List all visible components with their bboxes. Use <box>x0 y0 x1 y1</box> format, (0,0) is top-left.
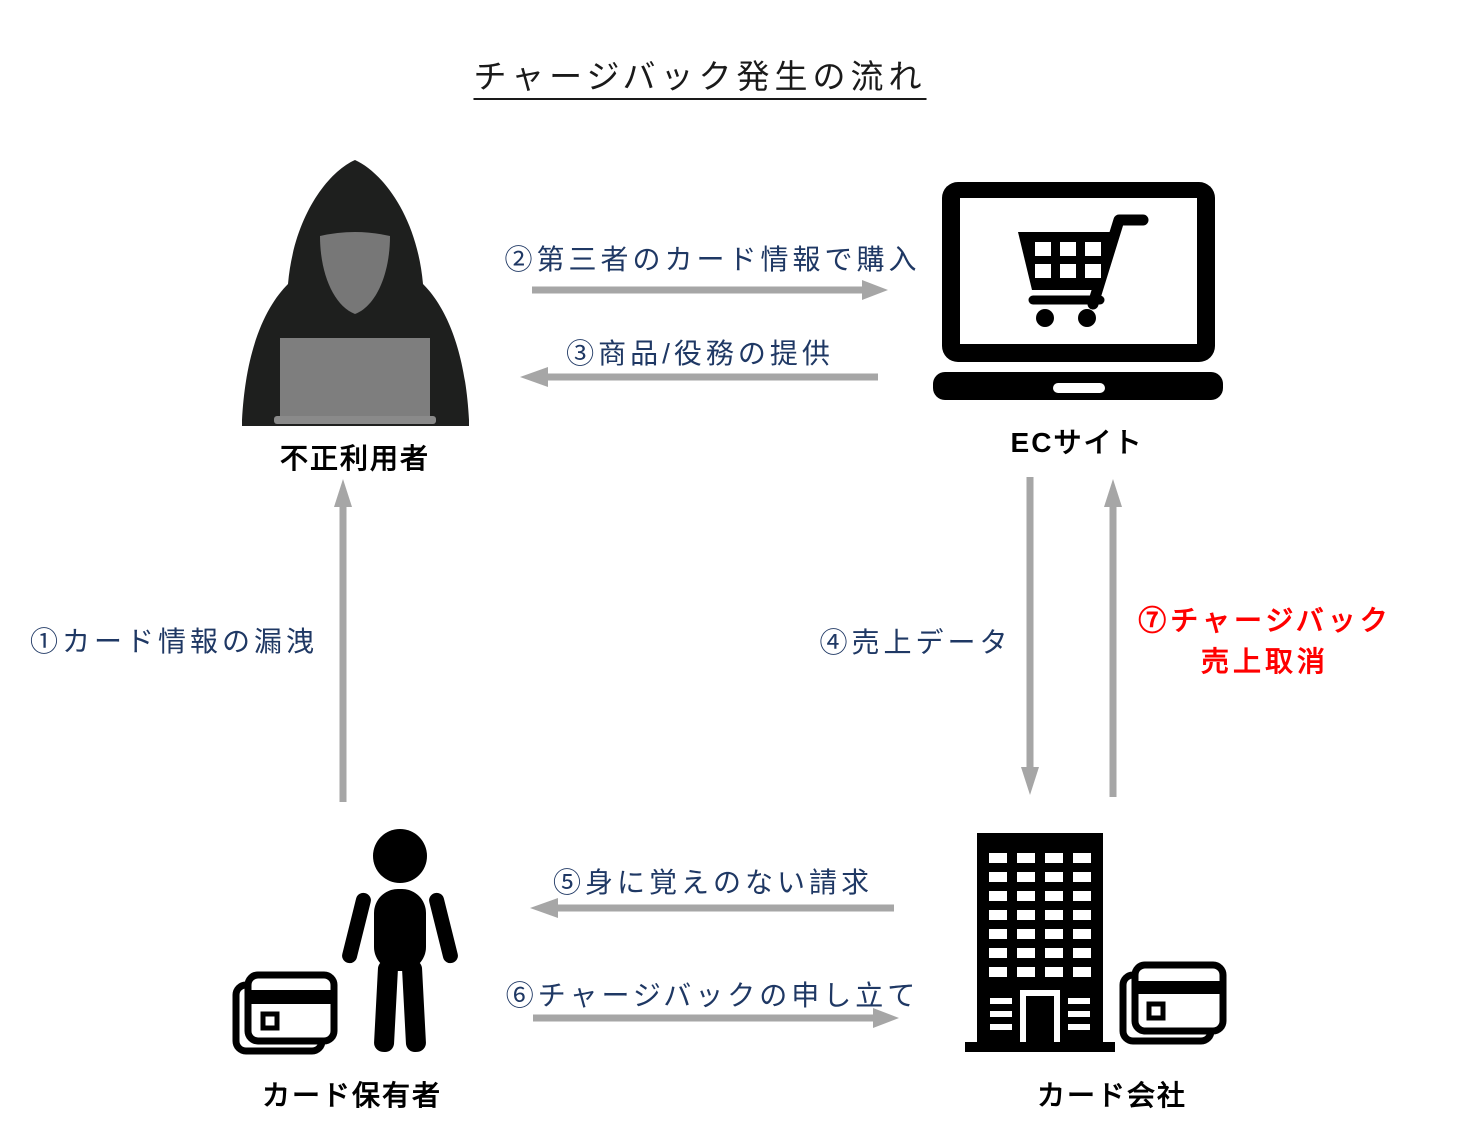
credit-cards-icon <box>232 971 338 1055</box>
node-fraudster-label: 不正利用者 <box>279 443 430 474</box>
ec-site-laptop-cart-icon <box>933 182 1223 400</box>
flow-5-label: ⑤身に覚えのない請求 <box>552 867 873 898</box>
flow-1-label: ①カード情報の漏洩 <box>30 626 319 657</box>
arrow-right-chargeback-claim <box>533 1008 899 1028</box>
diagram-title: チャージバック発生の流れ <box>473 58 927 95</box>
arrow-left-goods <box>520 367 878 387</box>
flow-7-label: ⑦チャージバック 売上取消 <box>1125 600 1405 682</box>
flow-3-label: ③商品/役務の提供 <box>566 338 834 369</box>
node-ec-site-label: ECサイト <box>1010 427 1144 458</box>
arrow-up-card-leak <box>334 479 352 802</box>
arrow-right-purchase <box>532 280 888 300</box>
card-company-building-icon <box>965 833 1227 1052</box>
person-icon <box>342 829 458 1053</box>
card-holder-person-icon <box>232 829 458 1055</box>
arrow-left-unknown-charge <box>530 898 894 918</box>
flow-7-label-line1: ⑦チャージバック <box>1138 605 1392 636</box>
flow-2-label: ②第三者のカード情報で購入 <box>504 244 921 275</box>
node-card-company-label: カード会社 <box>1036 1080 1187 1111</box>
flow-4-label: ④売上データ <box>819 627 1012 658</box>
hacker-icon <box>242 160 469 426</box>
credit-cards-icon <box>1119 961 1227 1045</box>
shopping-cart-icon <box>1018 214 1149 327</box>
building-icon <box>965 833 1115 1052</box>
node-card-holder-label: カード保有者 <box>261 1080 442 1111</box>
flow-6-label: ⑥チャージバックの申し立て <box>505 980 920 1011</box>
flow-7-label-line2: 売上取消 <box>1200 646 1329 677</box>
arrow-up-chargeback <box>1104 479 1122 797</box>
arrow-down-sales-data <box>1021 477 1039 795</box>
